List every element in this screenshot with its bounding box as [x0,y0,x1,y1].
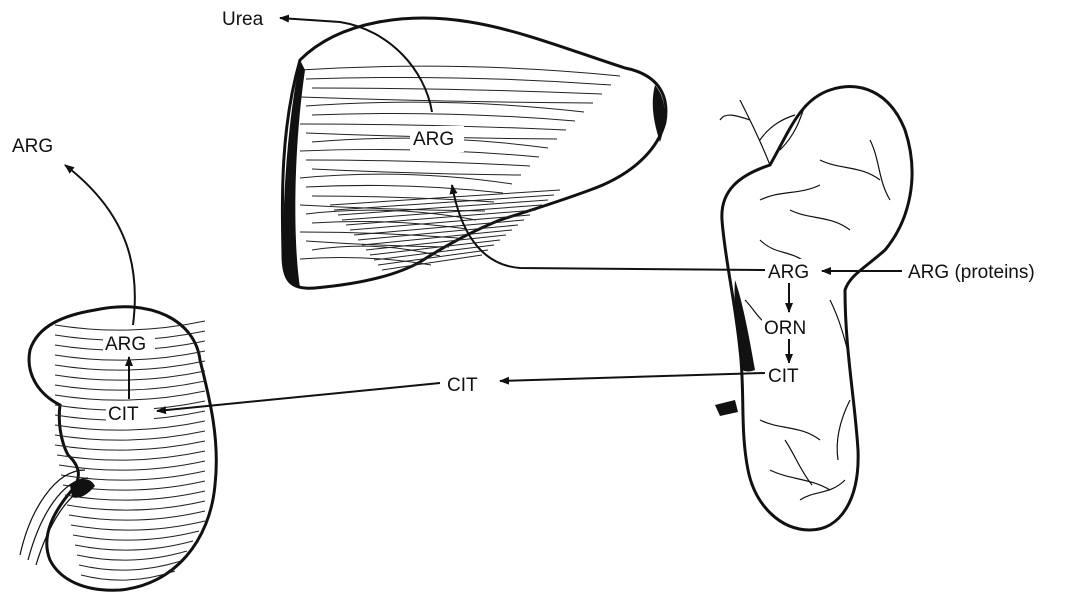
circulating-cit-label: CIT [447,375,478,396]
liver-arg-label: ARG [413,129,454,150]
arrow-intestine-cit-to-mid-cit [500,373,765,381]
arrow-kidney-arg-to-circulation [65,165,135,325]
intestine-cit-label: CIT [768,366,799,387]
kidney-arg-label: ARG [105,334,146,355]
urea-label: Urea [222,9,264,30]
intestine-arg-label: ARG [768,262,809,283]
intestine-outline [722,87,912,530]
circulation-arg-label: ARG [12,136,53,157]
kidney-cit-label: CIT [108,404,139,425]
dietary-protein-arg-label: ARG (proteins) [908,262,1035,283]
intestine-vessel-stub [715,400,738,416]
intestine-orn-label: ORN [764,318,806,339]
liver [282,18,666,288]
intestine [715,87,912,530]
